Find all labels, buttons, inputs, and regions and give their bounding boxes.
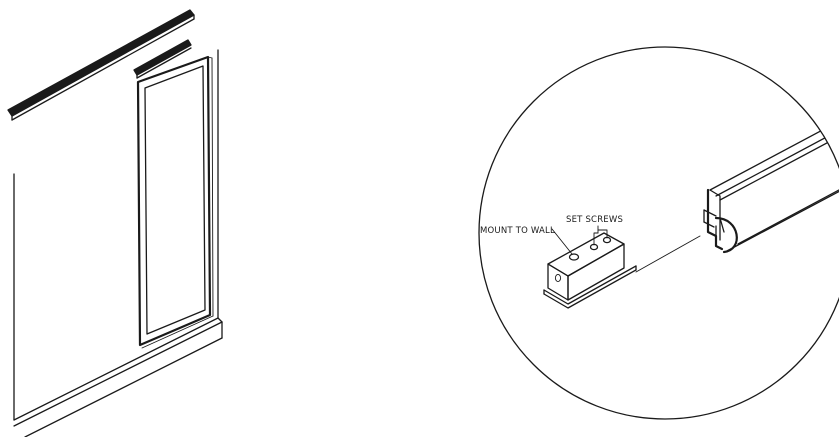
leader-lines [551,225,608,255]
set-screws-label: SET SCREWS [566,215,623,225]
short-top-rail [133,39,192,79]
mount-to-wall-label: MOUNT TO WALL [480,226,555,236]
rail-extrusion [703,109,839,254]
top-hanging-rail [7,9,195,121]
detail-circle [478,46,839,420]
wall-mount-hole [568,253,580,261]
alignment-line [635,235,701,273]
baseboard [13,317,223,437]
front-mount-hole [554,273,562,283]
detail-callout: SET SCREWS MOUNT TO WALL [478,46,839,420]
mounting-bracket [543,232,637,309]
mirror-frame [136,55,214,349]
wall-panel-assembly [7,9,223,437]
